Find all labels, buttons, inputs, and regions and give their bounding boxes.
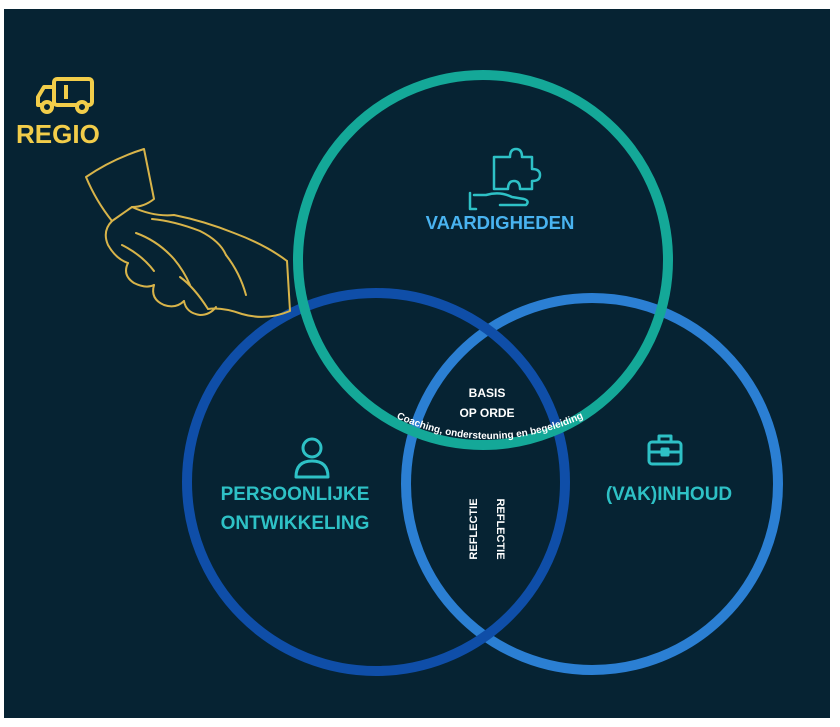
circle-skills — [293, 70, 673, 450]
handshake-icon — [85, 148, 291, 318]
briefcase-icon — [647, 434, 683, 466]
diagram-canvas: REGIO VAARDIGHEDEN PERSOONLIJKE ONTWIKKE… — [4, 9, 830, 718]
skills-label: VAARDIGHEDEN — [426, 212, 575, 233]
personal-label-line2: ONTWIKKELING — [221, 513, 370, 534]
person-icon — [294, 437, 330, 479]
venn-diagram: REGIO VAARDIGHEDEN PERSOONLIJKE ONTWIKKE… — [16, 70, 783, 676]
reflection-right: REFLECTIE — [494, 498, 506, 559]
center-line2: OP ORDE — [459, 406, 514, 420]
puzzle-hand-icon — [468, 147, 542, 211]
center-line1: BASIS — [469, 386, 506, 400]
circle-personal — [182, 288, 570, 676]
circle-content — [401, 293, 783, 675]
truck-icon — [36, 77, 94, 114]
content-label: (VAK)INHOUD — [606, 484, 732, 505]
regio-label: REGIO — [16, 119, 100, 149]
reflection-left: REFLECTIE — [468, 498, 480, 559]
personal-label-line1: PERSOONLIJKE — [221, 484, 370, 505]
